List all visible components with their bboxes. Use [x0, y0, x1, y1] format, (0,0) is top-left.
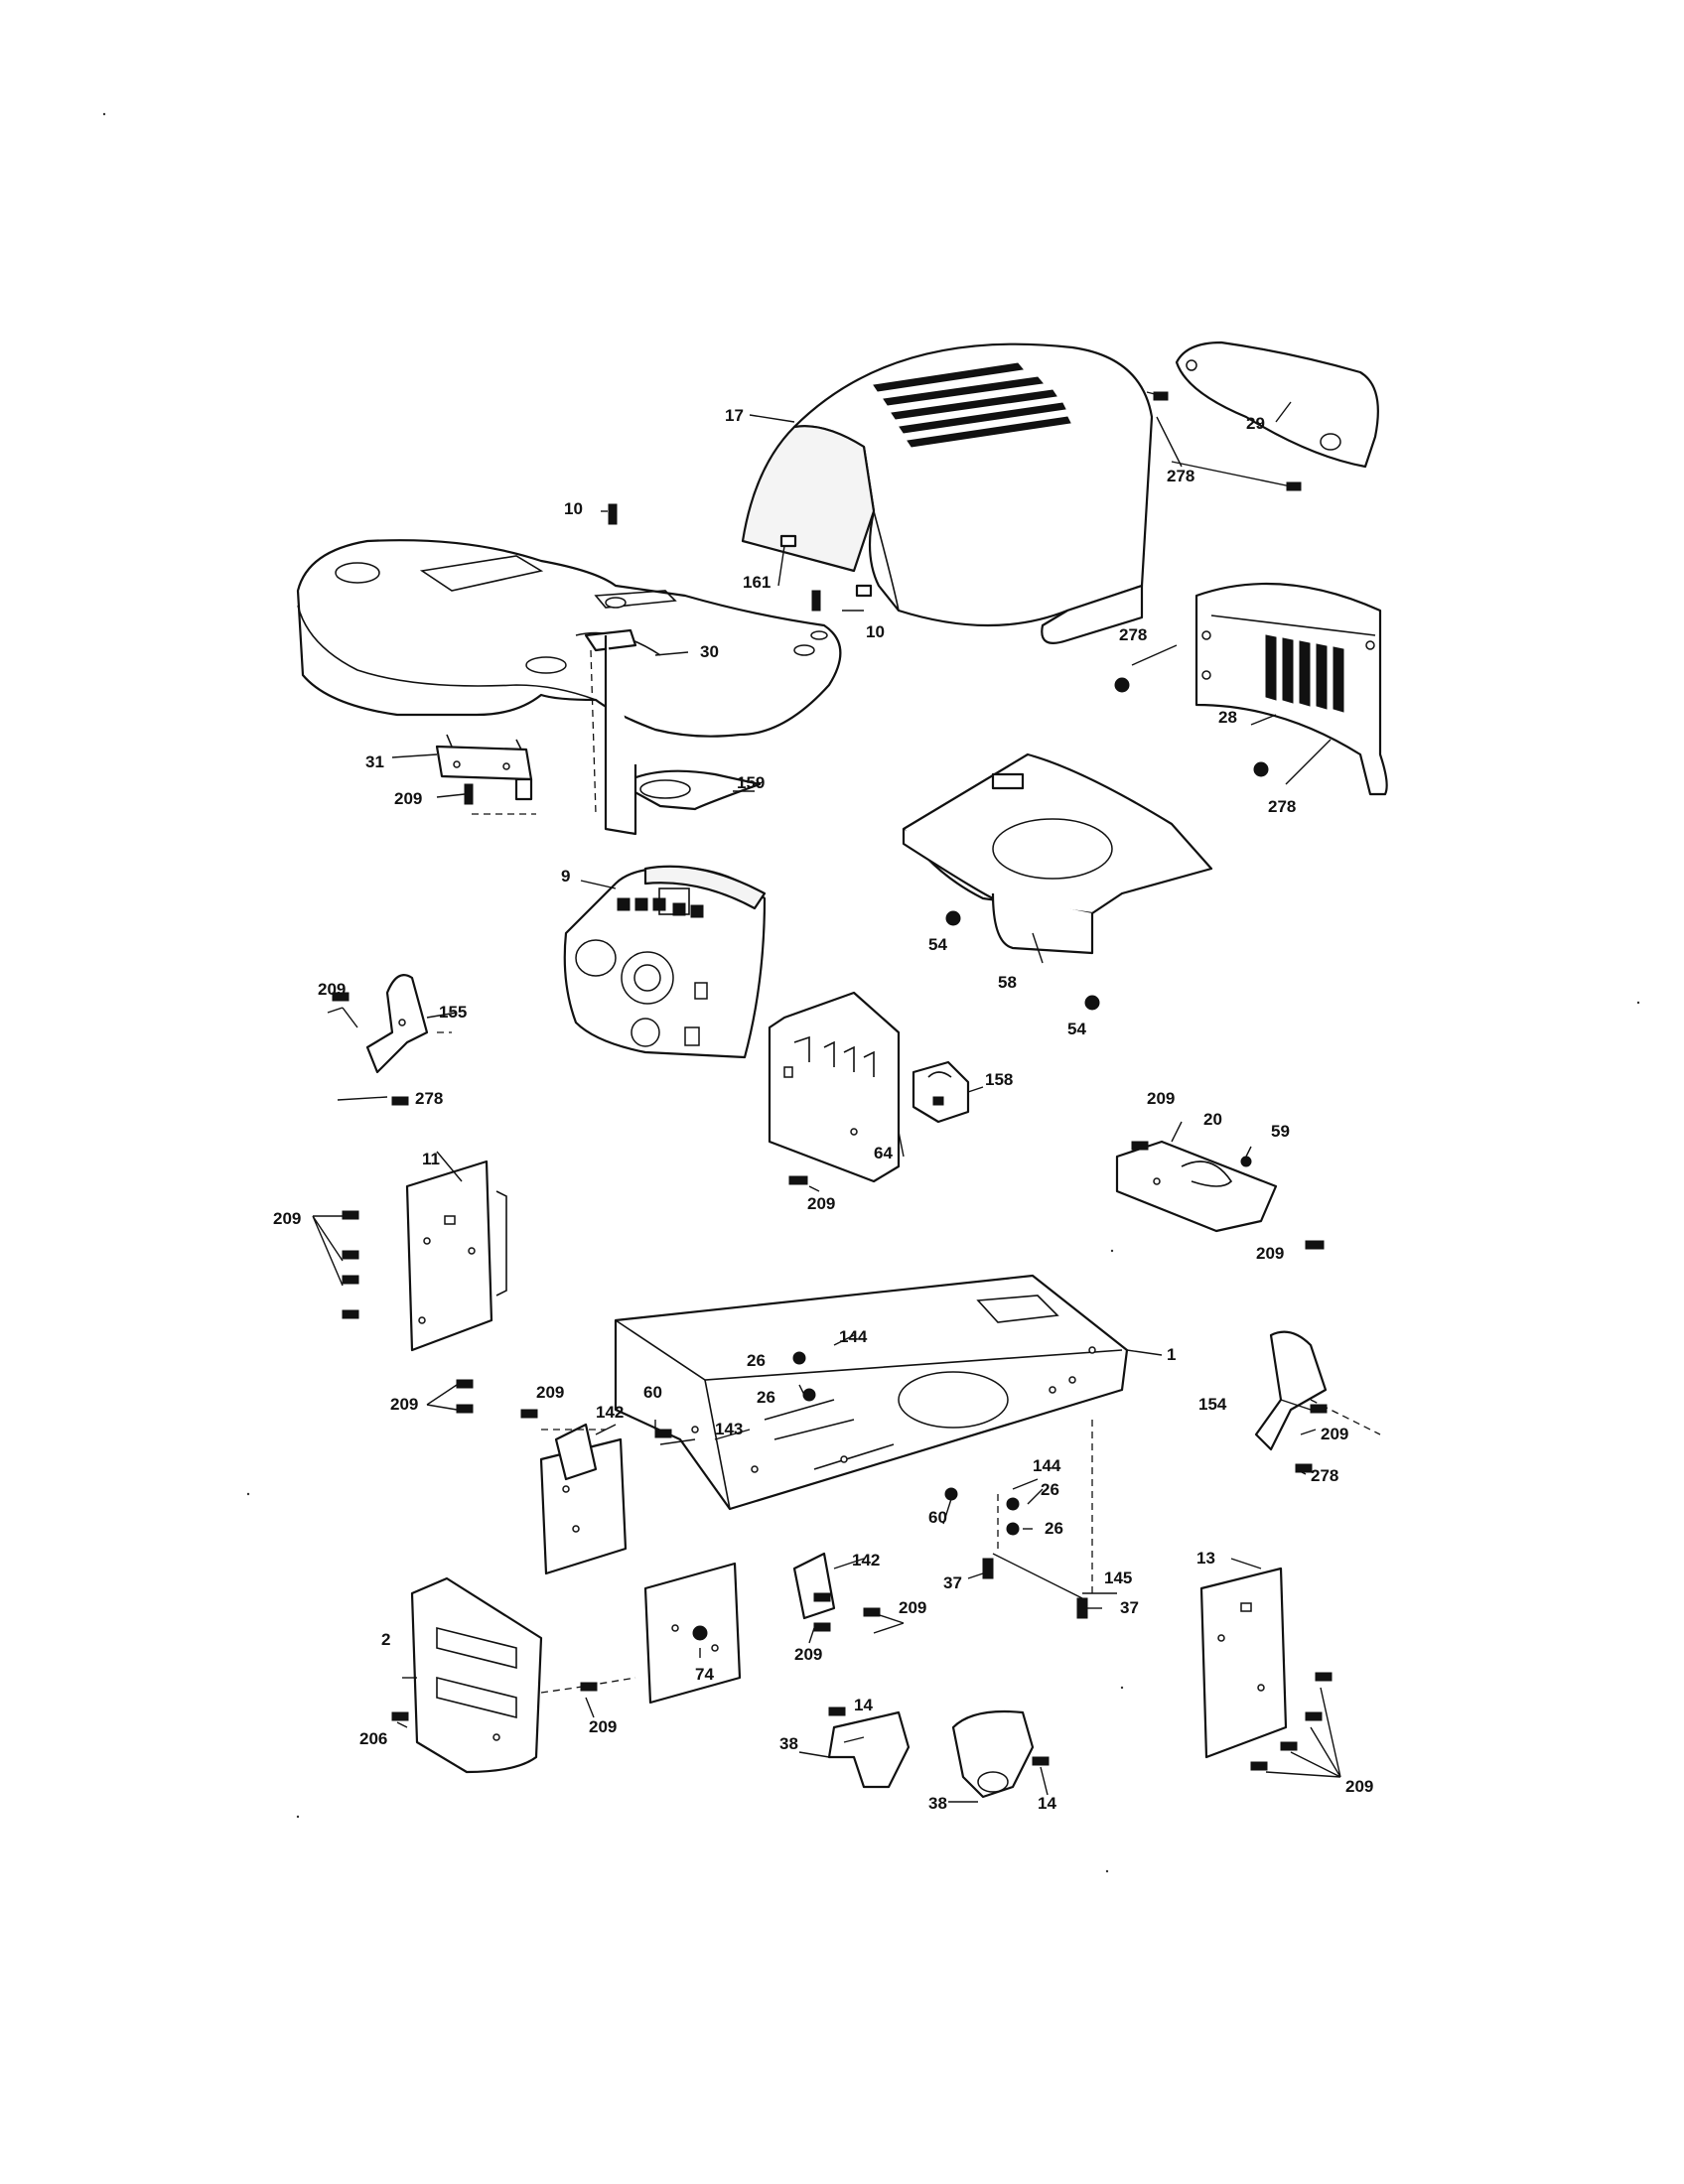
leader-lines	[312, 391, 1341, 1803]
callout-209: 209	[1345, 1777, 1373, 1796]
callout-278: 278	[1268, 797, 1296, 816]
main-frame-part	[614, 1274, 1129, 1511]
callout-278: 278	[415, 1089, 443, 1108]
hood-vent-grille	[873, 362, 1071, 448]
callout-142: 142	[852, 1551, 880, 1570]
plate-20-part	[1115, 1140, 1278, 1233]
callout-1: 1	[1167, 1345, 1176, 1364]
bracket-64-part	[768, 991, 901, 1183]
callout-9: 9	[561, 867, 570, 886]
callout-labels: 17 29 278 10 161 10 30 278 28 278 31 159…	[273, 406, 1373, 1813]
callout-10: 10	[564, 499, 583, 518]
bracket-31-part	[435, 734, 533, 801]
callout-209: 209	[807, 1194, 835, 1213]
callout-20: 20	[1203, 1110, 1222, 1129]
callout-209: 209	[394, 789, 422, 808]
callout-209: 209	[1147, 1089, 1175, 1108]
callout-17: 17	[725, 406, 744, 425]
callout-278: 278	[1311, 1466, 1338, 1485]
callout-209: 209	[390, 1395, 418, 1414]
callout-14: 14	[854, 1696, 873, 1714]
callout-209: 209	[589, 1717, 617, 1736]
callout-209: 209	[794, 1645, 822, 1664]
callout-278: 278	[1167, 467, 1194, 485]
bracket-38-part	[827, 1709, 1035, 1799]
callout-30: 30	[700, 642, 719, 661]
callout-161: 161	[743, 573, 771, 592]
callout-54: 54	[928, 935, 947, 954]
callout-10: 10	[866, 622, 885, 641]
footrest-panel-part	[902, 752, 1213, 955]
callout-144: 144	[839, 1327, 868, 1346]
scan-specks	[102, 112, 1640, 1873]
callout-26: 26	[1045, 1519, 1063, 1538]
callout-209: 209	[1256, 1244, 1284, 1263]
plate-11-part	[405, 1160, 507, 1352]
callout-31: 31	[365, 752, 384, 771]
callout-60: 60	[928, 1508, 947, 1527]
callout-2: 2	[381, 1630, 390, 1649]
callout-209: 209	[899, 1598, 926, 1617]
callout-158: 158	[985, 1070, 1013, 1089]
callout-159: 159	[737, 773, 765, 792]
callout-60: 60	[643, 1383, 662, 1402]
callout-58: 58	[998, 973, 1017, 992]
callout-54: 54	[1067, 1020, 1086, 1038]
callout-154: 154	[1198, 1395, 1227, 1414]
callout-143: 143	[715, 1420, 743, 1438]
rod-145-part	[992, 1553, 1083, 1599]
callout-37: 37	[1120, 1598, 1139, 1617]
plate-13-part	[1199, 1567, 1288, 1759]
switch-158-part	[912, 1060, 970, 1124]
plate-2-part	[410, 1576, 543, 1774]
callout-38: 38	[928, 1794, 947, 1813]
callout-11: 11	[422, 1150, 440, 1168]
callout-209: 209	[273, 1209, 301, 1228]
callout-28: 28	[1218, 708, 1237, 727]
alignment-lines	[437, 813, 1381, 1694]
cup-holder-part	[604, 635, 762, 836]
callout-74: 74	[695, 1665, 714, 1684]
callout-13: 13	[1196, 1549, 1215, 1568]
callout-278: 278	[1119, 625, 1147, 644]
hood-part	[741, 342, 1154, 644]
callout-145: 145	[1104, 1569, 1132, 1587]
callout-144: 144	[1033, 1456, 1061, 1475]
callout-29: 29	[1246, 414, 1265, 433]
callout-142: 142	[596, 1403, 624, 1422]
callout-209: 209	[318, 980, 346, 999]
callout-206: 206	[359, 1729, 387, 1748]
callout-209: 209	[1321, 1425, 1348, 1443]
dash-console-part	[563, 865, 767, 1059]
callout-209: 209	[536, 1383, 564, 1402]
callout-26: 26	[1041, 1480, 1059, 1499]
callout-59: 59	[1271, 1122, 1290, 1141]
grille-part	[1194, 582, 1388, 796]
bracket-155-part	[365, 974, 429, 1074]
callout-64: 64	[874, 1144, 893, 1162]
callout-26: 26	[747, 1351, 766, 1370]
bumper-part	[1175, 341, 1379, 469]
callout-26: 26	[757, 1388, 775, 1407]
callout-38: 38	[779, 1734, 798, 1753]
callout-37: 37	[943, 1573, 962, 1592]
bracket-154-part	[1254, 1330, 1328, 1451]
callout-14: 14	[1038, 1794, 1056, 1813]
callout-155: 155	[439, 1003, 467, 1022]
fender-dash-part	[296, 539, 842, 815]
